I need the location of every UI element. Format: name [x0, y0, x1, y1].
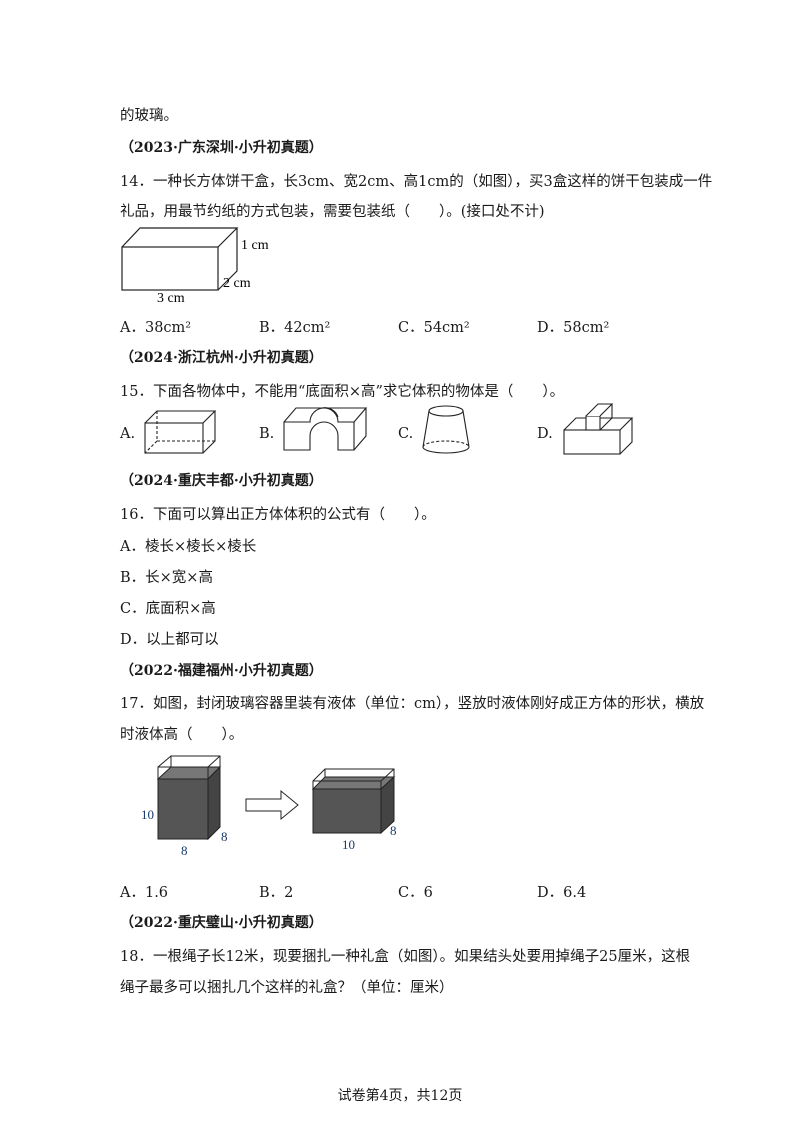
q14-option-b[interactable]: B．42cm²	[259, 320, 331, 336]
q16-option-b[interactable]: B．长×宽×高	[120, 570, 213, 586]
q16-option-c[interactable]: C．底面积×高	[120, 601, 216, 617]
q15-text-line1: 15．下面各物体中，不能用“底面积×高”求它体积的物体是（ ）。	[120, 384, 565, 400]
q15-option-b-label[interactable]: B.	[259, 426, 275, 442]
cuboid-front-face	[121, 246, 219, 291]
cuboid-top-face	[121, 227, 239, 248]
q15-option-b-arch-icon[interactable]	[280, 405, 370, 455]
cuboid-side-face	[217, 228, 238, 291]
q16-option-d[interactable]: D．以上都可以	[120, 632, 219, 648]
upright-container	[156, 755, 222, 841]
upright-depth-label: 8	[221, 829, 228, 844]
q17-container-figure: 10 8 8 10 8	[141, 755, 397, 858]
q17-option-b[interactable]: B．2	[259, 885, 294, 901]
q18-text-line1: 18．一根绳子长12米，现要捆扎一种礼盒（如图）。如果结头处要用掉绳子25厘米，…	[120, 949, 691, 965]
q17-option-c[interactable]: C．6	[398, 885, 433, 901]
q16-source: （2024·重庆丰都·小升初真题）	[120, 473, 323, 489]
q15-option-a-label[interactable]: A.	[120, 426, 136, 442]
q17-text-line1: 17．如图，封闭玻璃容器里装有液体（单位：cm），竖放时液体刚好成正方体的形状，…	[120, 696, 705, 712]
q17-text-line2: 时液体高（ ）。	[120, 727, 244, 743]
q14-option-c[interactable]: C．54cm²	[398, 320, 470, 336]
right-arrow-icon	[245, 789, 299, 821]
q17-source: （2022·福建福州·小升初真题）	[120, 663, 323, 679]
q14-text-line1: 14．一种长方体饼干盒，长3cm、宽2cm、高1cm的（如图），买3盒这样的饼干…	[120, 174, 713, 190]
text-fragment: 的玻璃。	[120, 108, 178, 124]
cuboid-length-label: 3 cm	[157, 291, 185, 305]
cuboid-height-label: 1 cm	[241, 238, 269, 253]
q14-option-a[interactable]: A．38cm²	[120, 320, 192, 336]
upright-width-label: 8	[181, 843, 188, 858]
q14-cuboid-figure: 1 cm 2 cm 3 cm	[121, 227, 269, 305]
q14-option-d[interactable]: D．58cm²	[537, 320, 610, 336]
cuboid-width-label: 2 cm	[223, 276, 251, 291]
q14-source: （2023·广东深圳·小升初真题）	[120, 140, 323, 156]
q18-text-line2: 绳子最多可以捆扎几个这样的礼盒？（单位：厘米）	[120, 980, 454, 996]
q17-option-a[interactable]: A．1.6	[120, 885, 169, 901]
page-footer: 试卷第4页，共12页	[337, 1088, 463, 1104]
lying-container	[311, 768, 396, 835]
q15-option-c-frustum-icon[interactable]	[418, 403, 478, 457]
q17-option-d[interactable]: D．6.4	[537, 885, 587, 901]
q18-source: （2022·重庆璧山·小升初真题）	[120, 915, 323, 931]
lying-depth-label: 8	[390, 823, 397, 838]
upright-height-label: 10	[141, 807, 154, 822]
q16-option-a[interactable]: A．棱长×棱长×棱长	[120, 539, 257, 555]
q15-option-d-step-block-icon[interactable]	[560, 402, 640, 458]
q15-option-c-label[interactable]: C.	[398, 426, 414, 442]
q14-text-line2: 礼品，用最节约纸的方式包装，需要包装纸（ ）。(接口处不计)	[120, 204, 545, 220]
lying-width-label: 10	[342, 837, 355, 852]
q15-option-a-prism-icon[interactable]	[140, 408, 220, 458]
q16-text-line1: 16．下面可以算出正方体体积的公式有（ ）。	[120, 507, 436, 523]
q15-option-d-label[interactable]: D.	[537, 426, 553, 442]
q15-source: （2024·浙江杭州·小升初真题）	[120, 350, 323, 366]
